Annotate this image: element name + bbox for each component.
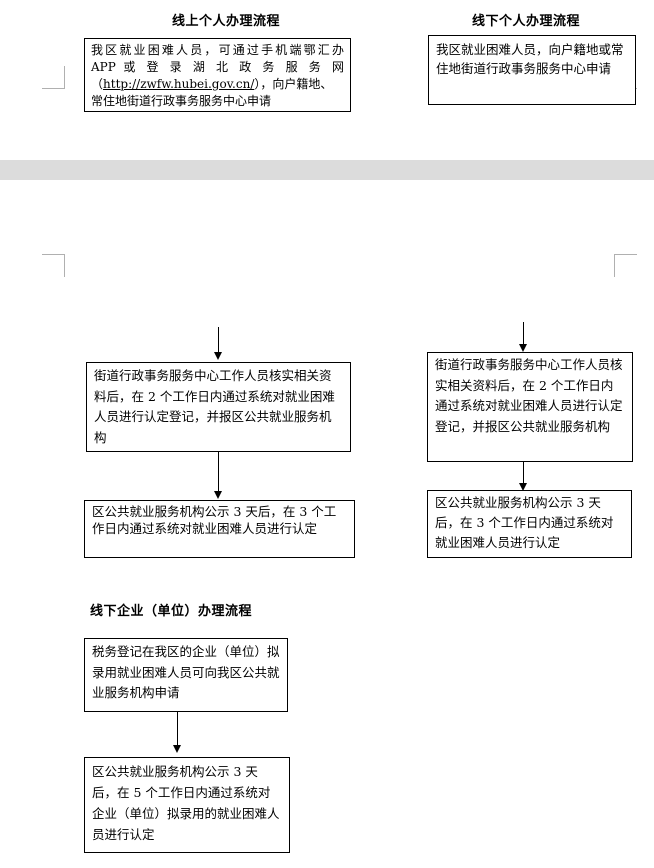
page-gap [0, 160, 654, 180]
online-step1-line3: （http://zwfw.hubei.gov.cn/），向户籍地、 [91, 76, 344, 93]
online-step1-line4: 常住地街道行政事务服务中心申请 [91, 94, 272, 108]
line3-tail: ），向户籍地、 [254, 77, 333, 91]
online-step3-box: 区公共就业服务机构公示 3 天后，在 3 个工作日内通过系统对就业困难人员进行认… [84, 500, 355, 558]
offline-arrow-1-line [523, 322, 524, 345]
page-corner-mark [42, 254, 65, 277]
online-personal-title: 线上个人办理流程 [172, 14, 281, 29]
online-step1-line2: APP 或 登 录 湖 北 政 务 服 务 网 [91, 60, 344, 74]
offline-step2-box: 街道行政事务服务中心工作人员核实相关资料后，在 2 个工作日内通过系统对就业困难… [427, 352, 633, 462]
offline-step1-box: 我区就业困难人员，向户籍地或常住地街道行政事务服务中心申请 [428, 35, 636, 105]
enterprise-step2-box: 区公共就业服务机构公示 3 天后，在 5 个工作日内通过系统对企业（单位）拟录用… [84, 757, 290, 853]
offline-step3-box: 区公共就业服务机构公示 3 天后，在 3 个工作日内通过系统对就业困难人员进行认… [427, 490, 632, 558]
offline-enterprise-title: 线下企业（单位）办理流程 [90, 604, 253, 619]
enterprise-arrow-line [177, 712, 178, 746]
enterprise-arrow-head [173, 745, 181, 753]
online-arrow-2-line [218, 452, 219, 492]
online-arrow-2-head [214, 491, 222, 499]
paren-open: （ [91, 77, 104, 91]
online-step1-line1: 我区就业困难人员，可通过手机端鄂汇办 [91, 43, 344, 57]
online-arrow-1-line [218, 327, 219, 353]
offline-arrow-2-head [519, 483, 527, 491]
enterprise-step1-box: 税务登记在我区的企业（单位）拟录用就业困难人员可向我区公共就业服务机构申请 [84, 638, 288, 712]
page-corner-mark [614, 254, 637, 277]
online-arrow-1-head [214, 352, 222, 360]
offline-arrow-2-line [523, 462, 524, 484]
offline-arrow-1-head [519, 344, 527, 352]
online-step2-box: 街道行政事务服务中心工作人员核实相关资料后，在 2 个工作日内通过系统对就业困难… [86, 362, 351, 452]
offline-personal-title: 线下个人办理流程 [472, 14, 581, 29]
online-step1-box: 我区就业困难人员，可通过手机端鄂汇办 APP 或 登 录 湖 北 政 务 服 务… [84, 38, 351, 112]
page-corner-mark [42, 66, 65, 89]
hubei-gov-link[interactable]: http://zwfw.hubei.gov.cn/ [103, 77, 255, 91]
